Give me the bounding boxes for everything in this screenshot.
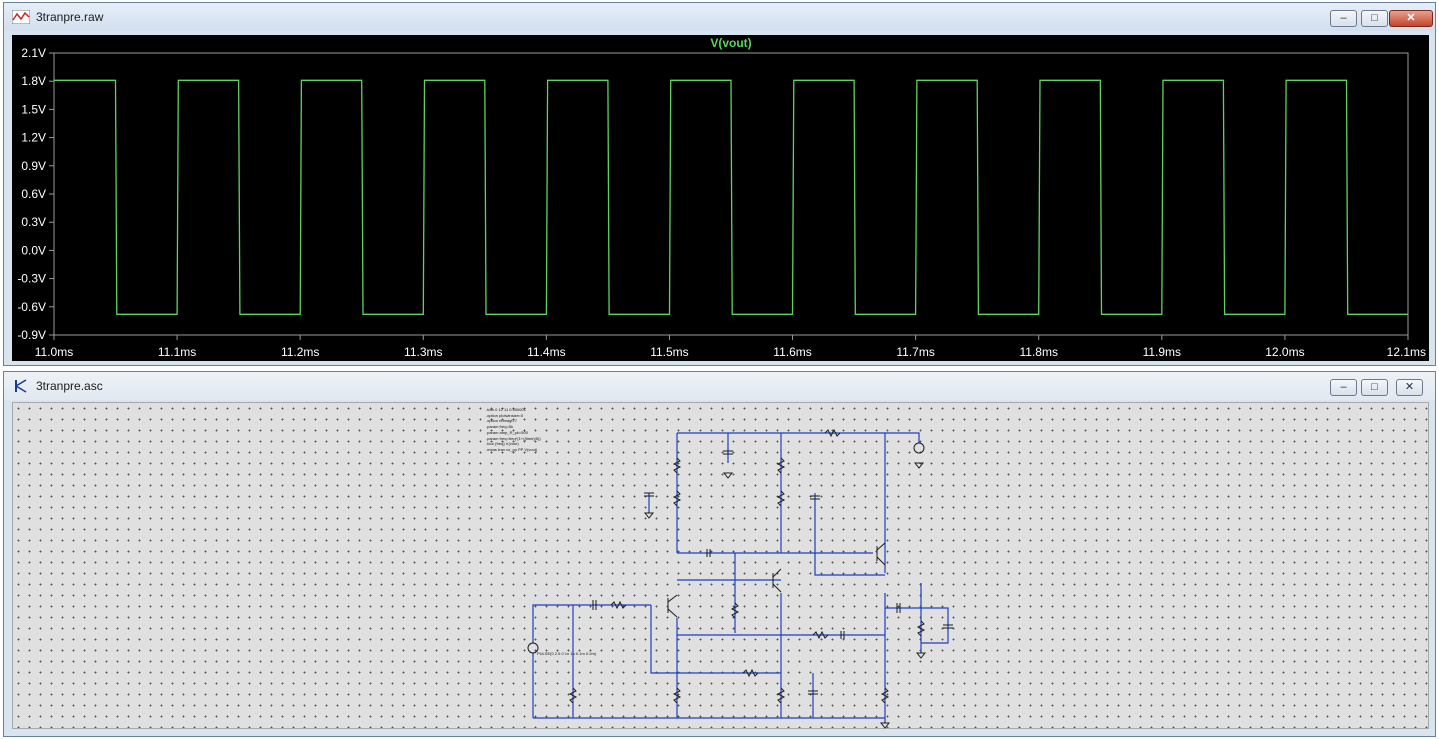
components (527, 428, 953, 729)
chart-title: V(vout) (710, 36, 751, 50)
ground (913, 462, 925, 469)
resistor (916, 620, 926, 637)
resistor (730, 602, 740, 619)
resistor (776, 490, 786, 507)
resistor (776, 687, 786, 704)
maximize-button[interactable]: □ (1361, 10, 1388, 27)
x-tick-label: 11.5ms (650, 345, 688, 359)
schematic-app-icon (15, 379, 27, 393)
resistor (610, 600, 627, 610)
y-tick-label: 1.5V (21, 102, 46, 116)
maximize-button[interactable]: □ (1361, 379, 1388, 396)
y-tick-label: -0.3V (17, 272, 46, 286)
circuit-schematic[interactable]: PULSE(0 2.5 0 1n 1n 0.1m 0.2m) (13, 403, 1430, 730)
directive-line[interactable]: .param amp_R_pk=500 (486, 429, 528, 435)
x-tick-label: 11.9ms (1143, 345, 1181, 359)
y-tick-label: 0.6V (21, 187, 46, 201)
y-tick-label: 0.3V (21, 215, 46, 229)
close-button[interactable]: ✕ (1396, 379, 1423, 396)
ground (879, 722, 891, 729)
resistor (568, 687, 578, 704)
x-tick-label: 12.0ms (1265, 345, 1304, 359)
resistor (812, 630, 829, 640)
directive-line[interactable]: .tran 0 12 11 0.000001 (486, 407, 526, 412)
schematic-titlebar[interactable]: 3tranpre.asc – □ ✕ (4, 372, 1435, 400)
y-tick-label: -0.9V (17, 328, 46, 342)
waveform-titlebar[interactable]: 3tranpre.raw – □ ✕ (4, 3, 1435, 31)
directive-line[interactable]: .param freq=freq*{1+({time}/5)} (486, 435, 541, 441)
directive-line[interactable]: .param freq=5k (486, 424, 514, 430)
close-button[interactable]: ✕ (1389, 10, 1433, 27)
waveform-plot[interactable]: V(vout) 2.1V 1.8V 1.5V 1.2V 0.9V 0.6V 0.3V 0.0V -… (12, 35, 1429, 361)
resistor (880, 687, 890, 704)
y-tick-label: 0.0V (21, 243, 46, 257)
resistor (672, 490, 682, 507)
ground (643, 512, 655, 519)
directive-line[interactable]: .option numdgt=7 (486, 418, 518, 424)
waveform-window: 3tranpre.raw – □ ✕ V(vout) 2.1V 1.8V 1.5V 1.… (3, 2, 1436, 366)
x-tick-label: 11.2ms (281, 345, 319, 359)
resistor (742, 668, 759, 678)
x-tick-label: 11.6ms (773, 345, 811, 359)
x-tick-label: 11.0ms (35, 345, 73, 359)
y-tick-label: 2.1V (21, 46, 46, 60)
y-tick-label: 1.8V (21, 74, 46, 88)
transistor-q2 (772, 568, 782, 593)
spice-directives[interactable]: .tran 0 12 11 0.000001 .option plotwinsi… (486, 407, 576, 453)
pulse-source-v2 (527, 642, 539, 654)
resistor (824, 428, 841, 438)
ground (722, 472, 734, 479)
transistor-q1 (667, 594, 678, 618)
x-tick-label: 11.4ms (527, 345, 565, 359)
transistor-q3 (876, 542, 886, 566)
y-tick-label: 1.2V (21, 131, 46, 145)
resistor (672, 457, 682, 474)
directive-line[interactable]: .four {freq} V(vout) (486, 441, 519, 447)
schematic-window: 3tranpre.asc – □ ✕ .tran 0 12 11 0.00000… (3, 371, 1436, 737)
minimize-button[interactable]: – (1330, 379, 1357, 396)
directive-line[interactable]: .meas tran vo_pp PP V(vout) (486, 446, 538, 452)
x-tick-label: 11.3ms (404, 345, 442, 359)
schematic-canvas[interactable]: .tran 0 12 11 0.000001 .option plotwinsi… (12, 402, 1429, 729)
source-label[interactable]: PULSE(0 2.5 0 1n 1n 0.1m 0.2m) (537, 651, 597, 656)
directive-line[interactable]: .option plotwinsize=0 (486, 412, 524, 418)
resistor (672, 687, 682, 704)
wires (532, 432, 949, 723)
voltage-source-v1 (913, 442, 925, 454)
plot-pane[interactable]: V(vout) 2.1V 1.8V 1.5V 1.2V 0.9V 0.6V 0.3V 0.0V -… (12, 35, 1429, 361)
x-tick-label: 11.8ms (1019, 345, 1057, 359)
y-tick-label: -0.6V (17, 300, 46, 314)
series-line (54, 79, 1408, 315)
resistor (776, 457, 786, 474)
y-tick-label: 0.9V (21, 159, 46, 173)
ground (915, 652, 927, 659)
minimize-button[interactable]: – (1330, 10, 1357, 27)
waveform-window-title: 3tranpre.raw (36, 10, 104, 24)
schematic-window-title: 3tranpre.asc (36, 379, 103, 393)
x-tick-label: 11.7ms (896, 345, 934, 359)
waveform-app-icon (12, 10, 30, 24)
x-tick-label: 12.1ms (1387, 345, 1426, 359)
x-tick-label: 11.1ms (158, 345, 196, 359)
